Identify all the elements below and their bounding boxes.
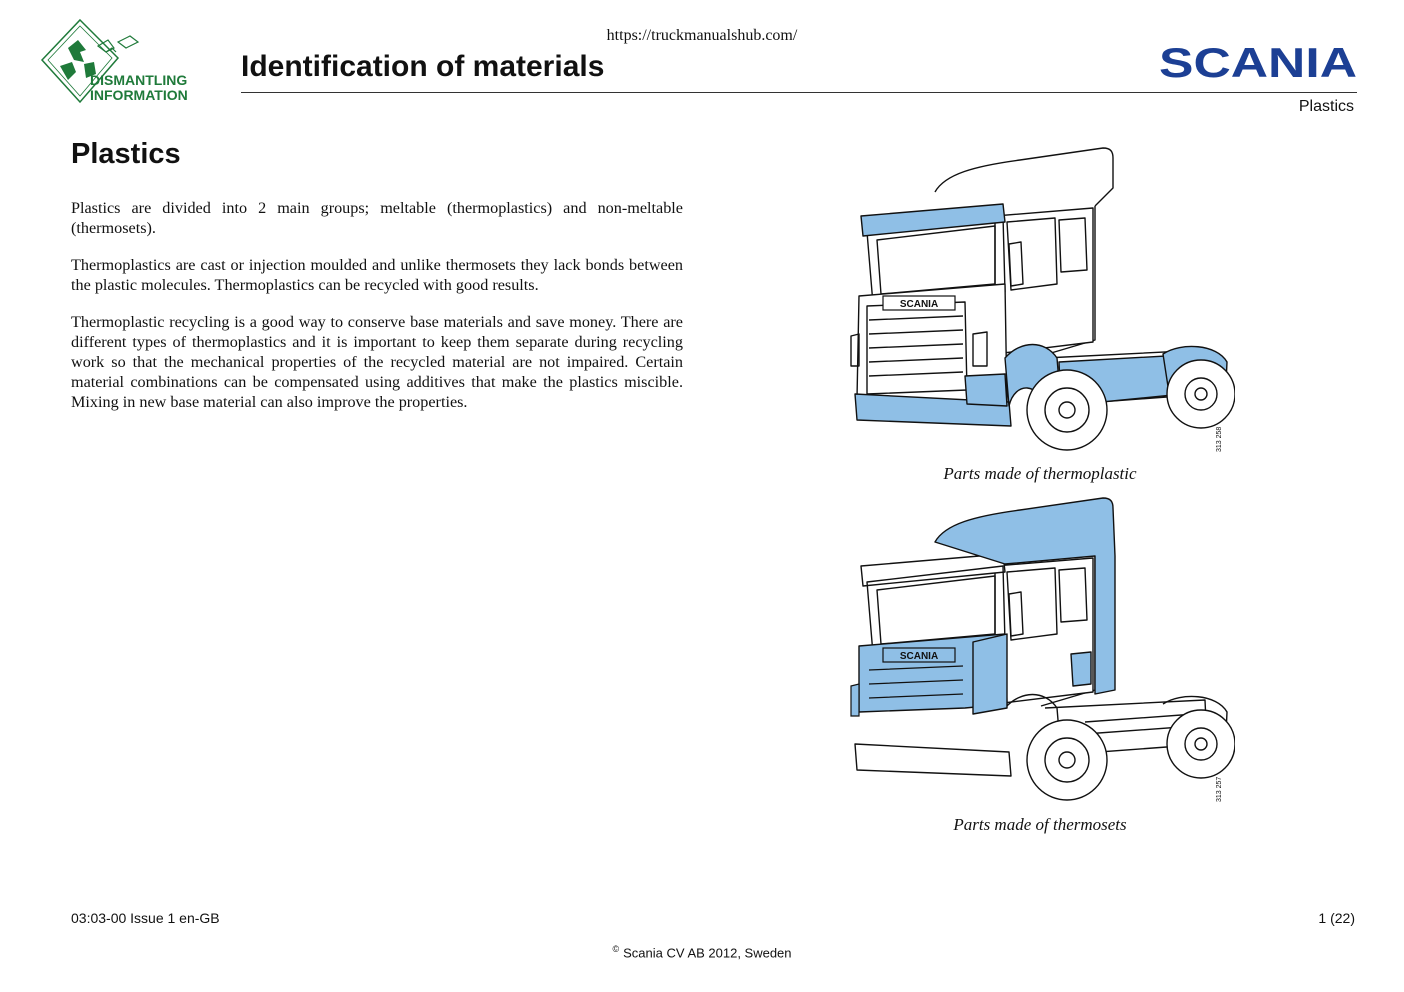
figure-caption-2: Parts made of thermosets [953, 815, 1127, 834]
paragraph-2: Thermoplastics are cast or injection mou… [71, 256, 683, 294]
brand-wordmark: SCANIA [1159, 44, 1357, 80]
grille-badge: SCANIA [900, 651, 938, 662]
cab-step-part [964, 373, 1008, 407]
logo-line2: INFORMATION [90, 87, 188, 103]
scania-brand-logo: SCANIA [1159, 44, 1357, 80]
grille-badge: SCANIA [900, 299, 938, 310]
copyright-symbol: © [612, 944, 620, 954]
copyright-text: Scania CV AB 2012, Sweden [623, 945, 792, 961]
recycle-arrows-icon [68, 40, 86, 62]
logo-line1: DISMANTLING [90, 72, 187, 88]
figure-caption-1: Parts made of thermoplastic [943, 464, 1137, 483]
document-reference: 03:03-00 Issue 1 en-GB [71, 910, 220, 926]
figure-ref-2: 313 257 [1216, 777, 1223, 802]
copyright-notice: ©Scania CV AB 2012, Sweden [0, 944, 1404, 960]
paragraph-3: Thermoplastic recycling is a good way to… [71, 313, 683, 411]
header-divider [241, 92, 1357, 93]
source-url: https://truckmanualshub.com/ [606, 27, 798, 44]
section-label: Plastics [1298, 98, 1354, 115]
body-text: Plastics are divided into 2 main groups;… [71, 198, 683, 429]
side-panel-part [1070, 651, 1092, 687]
section-heading: Plastics [71, 138, 181, 170]
sun-visor-part [860, 203, 1006, 237]
truck-illustration-thermoplastic: SCANIA 313 258 [850, 147, 1235, 452]
document-title: Identification of materials [241, 50, 605, 83]
truck-illustration-thermosets: SCANIA 313 257 [850, 497, 1235, 802]
figure-ref-1: 313 258 [1216, 427, 1223, 452]
page-number: 1 (22) [1318, 910, 1355, 926]
roof-spoiler-part [934, 497, 1116, 695]
dismantling-information-logo: DISMANTLING INFORMATION [40, 18, 188, 104]
corner-panel-part [972, 633, 1008, 715]
paragraph-1: Plastics are divided into 2 main groups;… [71, 199, 683, 237]
